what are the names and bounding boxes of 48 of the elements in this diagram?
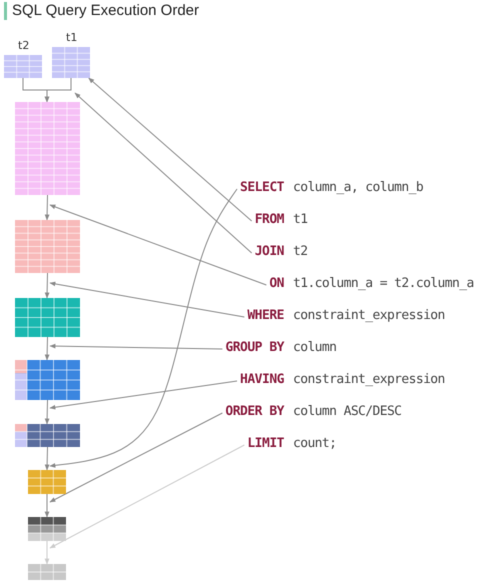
leader-arrow: [49, 380, 238, 410]
sql-clause: column ASC/DESC: [293, 404, 402, 420]
sql-keyword: WHERE: [247, 308, 284, 324]
sql-clause: count;: [293, 436, 336, 452]
table-drawing: [28, 564, 66, 580]
sql-clause: constraint_expression: [293, 372, 445, 388]
sql-keyword: ORDER BY: [225, 404, 284, 420]
sql-clause: t2: [293, 244, 308, 260]
leader-arrow: [49, 344, 223, 350]
flow-arrow: [44, 446, 50, 471]
leader-arrow: [88, 78, 252, 222]
leader-arrow: [49, 444, 245, 548]
sql-keyword: GROUP BY: [225, 340, 284, 356]
leader-arrow: [74, 92, 252, 254]
table-drawing: [14, 298, 80, 338]
table-label: t2: [18, 40, 30, 52]
table-drawing: [14, 102, 80, 196]
sql-keyword: LIMIT: [247, 436, 284, 452]
table-drawing: [14, 360, 80, 400]
flow-arrow: [44, 336, 50, 361]
sql-keyword: SELECT: [240, 180, 284, 196]
flow-arrow: [44, 400, 50, 425]
sql-clause: t1.column_a = t2.column_a: [293, 276, 474, 292]
flow-arrow: [44, 494, 50, 518]
table-drawing: [28, 470, 66, 494]
table-drawing: [14, 220, 80, 274]
sql-keyword: ON: [269, 276, 284, 292]
leader-arrow: [49, 188, 238, 468]
title: SQL Query Execution Order: [4, 2, 200, 20]
table-drawing: [52, 46, 90, 78]
leader-arrow: [49, 412, 223, 502]
table-drawing: [28, 516, 66, 542]
flow-arrow: [44, 272, 50, 299]
leader-arrow: [49, 204, 267, 286]
table-label: t1: [66, 32, 78, 44]
sql-keyword: JOIN: [254, 244, 284, 260]
flow-arrow: [44, 540, 50, 565]
sql-clause: column_a, column_b: [293, 180, 424, 196]
sql-keyword: HAVING: [240, 372, 284, 388]
table-drawing: [14, 424, 80, 448]
flow-arrow: [44, 78, 72, 103]
sql-clause: t1: [293, 212, 308, 228]
table-drawing: [4, 54, 42, 78]
sql-clause: constraint_expression: [293, 308, 445, 324]
sql-clause: column: [293, 340, 336, 356]
sql-keyword: FROM: [254, 212, 284, 228]
leader-arrow: [49, 282, 245, 318]
flow-arrow: [44, 194, 50, 221]
